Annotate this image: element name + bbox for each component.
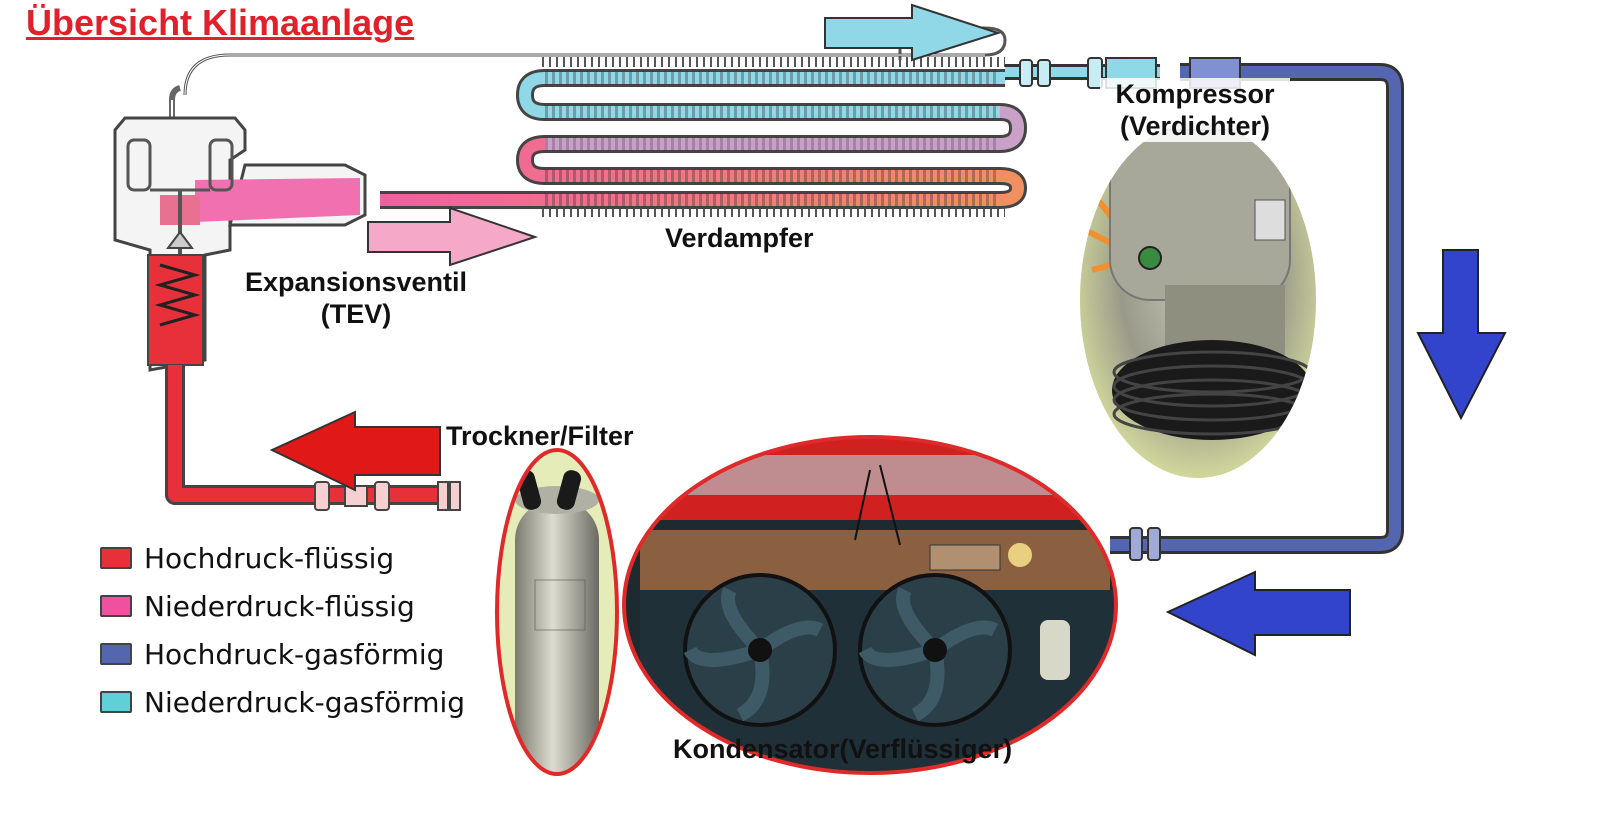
page-title: Übersicht Klimaanlage xyxy=(26,2,415,43)
legend-item-high-liquid: Hochdruck-flüssig xyxy=(100,534,465,582)
dryer-label: Trockner/Filter xyxy=(446,421,634,451)
flow-arrow-pink-icon xyxy=(367,206,539,267)
legend-label: Niederdruck-gasförmig xyxy=(144,685,466,719)
compressor-label: Kompressor (Verdichter) xyxy=(1100,78,1290,142)
flow-arrow-blue-down-icon xyxy=(1416,249,1507,421)
legend-swatch xyxy=(100,595,132,617)
condenser-photo xyxy=(622,435,1118,775)
compressor-label-alt: (Verdichter) xyxy=(1119,111,1271,141)
liquid-line-fittings xyxy=(314,481,461,511)
legend-swatch xyxy=(100,643,132,665)
legend-swatch xyxy=(100,691,132,713)
legend-item-low-liquid: Niederdruck-flüssig xyxy=(100,582,465,630)
flow-arrow-red-icon xyxy=(269,410,441,492)
condenser-label: Kondensator(Verflüssiger) xyxy=(673,734,1013,764)
flow-arrow-cyan-icon xyxy=(824,3,1002,62)
legend-swatch xyxy=(100,547,132,569)
legend-item-low-gas: Niederdruck-gasförmig xyxy=(100,678,465,726)
expansion-valve-label: Expansionsventil (TEV) xyxy=(226,266,486,330)
legend-item-high-gas: Hochdruck-gasförmig xyxy=(100,630,465,678)
legend-label: Niederdruck-flüssig xyxy=(144,589,415,623)
expansion-valve xyxy=(113,116,367,372)
legend: Hochdruck-flüssig Niederdruck-flüssig Ho… xyxy=(100,534,465,726)
compressor-photo xyxy=(1080,122,1316,478)
compressor-label-name: Kompressor xyxy=(1115,79,1275,109)
flow-arrow-blue-left-icon xyxy=(1165,570,1351,657)
dryer-photo xyxy=(495,448,619,776)
evaporator xyxy=(380,57,1027,217)
expansion-valve-label-abbr: (TEV) xyxy=(320,299,392,329)
expansion-valve-label-name: Expansionsventil xyxy=(244,267,468,297)
legend-label: Hochdruck-flüssig xyxy=(144,541,395,575)
legend-label: Hochdruck-gasförmig xyxy=(144,637,445,671)
discharge-fittings xyxy=(1129,527,1161,561)
evaporator-label: Verdampfer xyxy=(665,223,814,253)
